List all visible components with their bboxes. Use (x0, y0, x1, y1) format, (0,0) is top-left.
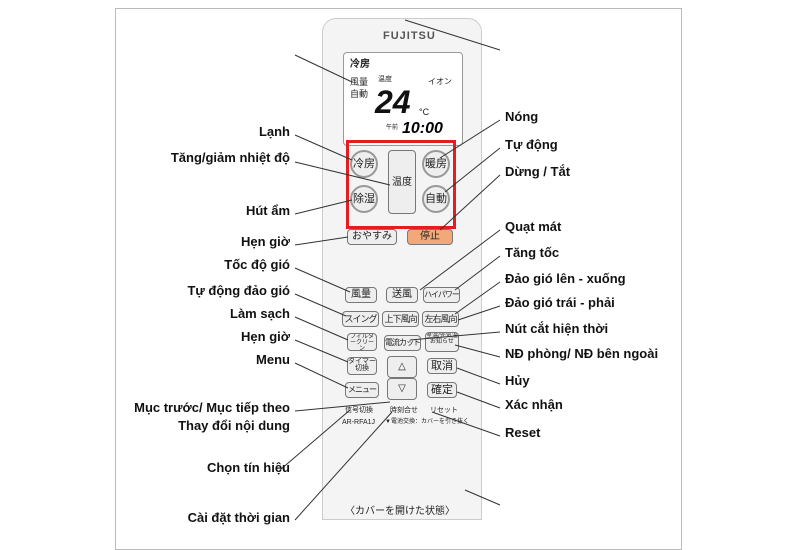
temp-updown-button[interactable]: 温度 (388, 150, 416, 214)
label-reset: Reset (505, 425, 541, 440)
up-button[interactable]: △ (387, 356, 417, 378)
stop-button[interactable]: 停止 (407, 229, 453, 245)
cool-button[interactable]: 冷房 (350, 150, 378, 178)
menu-button[interactable]: メニュー (345, 382, 379, 398)
lcd-clock: 10:00 (402, 120, 443, 137)
model-number: AR-RFA1J (342, 419, 376, 426)
label-stop: Dừng / Tắt (505, 164, 571, 179)
auto-button[interactable]: 自動 (422, 185, 450, 213)
label-fan-only: Quạt mát (505, 219, 562, 234)
label-powerful: Tăng tốc (505, 245, 560, 260)
fan-speed-button[interactable]: 風量 (345, 287, 377, 303)
label-room-temp: NĐ phòng/ NĐ bên ngoài (505, 346, 659, 361)
lcd-temperature: 24 (375, 84, 411, 120)
label-dry: Hút ẩm (245, 203, 290, 218)
label-updown: Đảo gió lên - xuống (505, 271, 626, 286)
label-leftright: Đảo gió trái - phải (505, 295, 615, 310)
current-cut-button[interactable]: 電流カット (384, 335, 421, 351)
fan-only-button[interactable]: 送風 (386, 287, 418, 303)
filter-clean-button[interactable]: フィルタークリーン (347, 333, 377, 351)
label-current-cut: Nút cắt hiện thời (505, 321, 609, 336)
caption: 〈カバーを開けた状態〉 (345, 506, 455, 517)
label-swing: Tự động đảo gió (187, 283, 290, 298)
label-cool: Lạnh (258, 124, 290, 139)
label-timer: Hẹn giờ (241, 329, 290, 344)
timer-button[interactable]: タイマー切換 (347, 357, 377, 375)
lcd-fan: 風量 (350, 77, 369, 87)
clock-set[interactable]: 時刻合せ (390, 407, 418, 414)
label-signal: Chọn tín hiệu (206, 460, 290, 475)
powerful-button[interactable]: ハイパワー (423, 287, 460, 303)
room-temp-button[interactable]: 室温/外気温お知らせ (425, 332, 459, 352)
label-auto: Tự động (505, 137, 558, 152)
brand-logo: FUJITSU (383, 30, 436, 42)
leftright-louver-button[interactable]: 左右風向 (422, 311, 459, 327)
label-cancel: Hủy (505, 373, 530, 388)
label-sleep-timer: Hẹn giờ (241, 234, 290, 249)
battery-note: ▼電池交換：カバーを引き抜く (385, 419, 469, 425)
label-temp-adjust: Tăng/giảm nhiệt độ (170, 150, 290, 165)
confirm-button[interactable]: 確定 (427, 382, 457, 398)
lcd-temp-label: 温度 (378, 76, 392, 83)
label-confirm: Xác nhận (505, 397, 563, 412)
lcd-display (343, 52, 463, 146)
label-change-content: Thay đổi nội dung (178, 418, 290, 433)
label-heat: Nóng (505, 109, 539, 124)
label-fan-speed: Tốc độ gió (224, 257, 290, 272)
lcd-icons: イオン (428, 77, 452, 86)
lcd-unit: °C (419, 107, 430, 117)
down-button[interactable]: ▽ (387, 378, 417, 400)
signal-switch[interactable]: 信号切換 (345, 407, 373, 414)
label-menu: Menu (256, 352, 290, 367)
label-filter-clean: Làm sạch (230, 306, 290, 321)
lcd-ampm: 午前 (386, 125, 399, 131)
cancel-button[interactable]: 取消 (427, 358, 457, 374)
swing-button[interactable]: スイング (342, 311, 379, 327)
leader-lines (279, 19, 501, 521)
dry-button[interactable]: 除湿 (350, 185, 378, 213)
label-prev-next: Mục trước/ Mục tiếp theo (134, 400, 290, 415)
label-clock-set: Cài đặt thời gian (187, 510, 290, 525)
lcd-mode: 冷房 (350, 59, 370, 70)
updown-louver-button[interactable]: 上下風向 (382, 311, 419, 327)
lcd-auto: 自動 (350, 89, 369, 99)
reset-button[interactable]: リセット (430, 407, 458, 414)
